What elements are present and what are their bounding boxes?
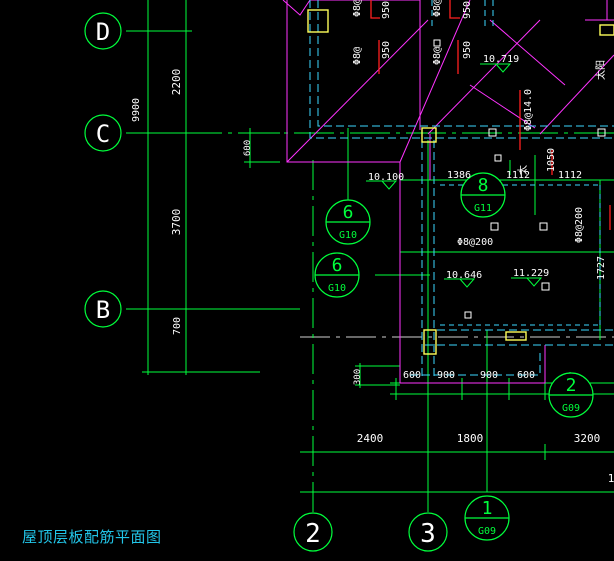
elev-10-719: 10.719: [483, 54, 519, 65]
section-tag-2: 2 G09: [548, 372, 594, 418]
dim-1050: 1050: [546, 148, 557, 172]
dim-2400: 2400: [357, 432, 384, 445]
axis-bubbles: D C B 2 3: [84, 12, 448, 552]
axis-bubble-3: 3: [408, 512, 448, 552]
column-b-mid: [505, 331, 527, 341]
svg-text:2: 2: [566, 375, 577, 396]
dim-1800: 1800: [457, 432, 484, 445]
dim-950a: 950: [381, 41, 392, 59]
axis-bubble-b: B: [84, 290, 122, 328]
rebar-lines: [370, 0, 611, 230]
rebar-label-top-d: Φ8@: [432, 47, 443, 65]
svg-text:6: 6: [343, 202, 354, 223]
dim-900b: 900: [480, 370, 498, 381]
wall-outlines: [282, 0, 614, 384]
dim-1112b: 1112: [558, 170, 582, 181]
axis-bubble-2: 2: [293, 512, 333, 552]
section-tag-6a: 6 G10: [325, 199, 371, 245]
svg-text:6: 6: [332, 255, 343, 276]
rebar-label-phi14: Φ8@14.0: [523, 89, 534, 131]
dim-950c: 950: [381, 1, 392, 19]
rebar-label-phi8-200-b: Φ8@200: [574, 207, 585, 243]
dim-600a: 600: [403, 370, 421, 381]
dim-600b: 600: [517, 370, 535, 381]
section-tag-1: 1 G09: [464, 495, 510, 541]
axis-bubble-d: D: [84, 12, 122, 50]
dim-1112a: 1112: [506, 170, 530, 181]
axis-label-b: B: [96, 296, 110, 324]
rebar-label-top-b: Φ8@: [432, 0, 443, 17]
column-top-right: [599, 24, 614, 36]
rebar-label-phi8-200: Φ8@200: [457, 237, 493, 248]
dim-1386: 1386: [447, 170, 471, 181]
column-c3: [421, 127, 437, 143]
svg-text:G10: G10: [339, 230, 357, 241]
svg-text:G09: G09: [478, 526, 496, 537]
dim-600-left: 600: [243, 140, 253, 156]
dim-partial: 1: [608, 472, 614, 485]
elev-10-646: 10.646: [446, 270, 482, 281]
slab-outlines: [309, 0, 614, 378]
section-tag-8: 8 G11: [460, 172, 506, 218]
section-tags: 6 G10 6 G10 8 G11 2 G09 1 G09: [314, 172, 594, 541]
axis-bubble-c: C: [84, 114, 122, 152]
elevation-labels: 10.719 10.100 10.646 11.229: [368, 54, 549, 281]
dim-700: 700: [172, 317, 183, 335]
axis-label-c: C: [96, 120, 110, 148]
dim-950d: 950: [462, 1, 473, 19]
rebar-label-top-c: Φ8@: [352, 47, 363, 65]
axis-label-3: 3: [420, 519, 436, 549]
column-top-left: [307, 9, 329, 33]
drawing-title: 屋顶层板配筋平面图: [22, 528, 162, 546]
grid-markers: [433, 39, 606, 319]
rebar-label-taihe-b: 太阳: [594, 60, 607, 80]
rebar-labels: Φ8@200 Φ8@200 Φ8@14.0 Φ8@ Φ8@ Φ8@ Φ8@ 太 …: [352, 0, 607, 248]
columns: [307, 9, 614, 355]
dimension-labels: 9900 2200 3700 700 600 300 2400 1800 320…: [131, 1, 614, 485]
axis-label-d: D: [96, 18, 110, 46]
rebar-label-top-a: Φ8@: [352, 0, 363, 17]
dim-300: 300: [353, 369, 363, 385]
svg-text:8: 8: [478, 175, 489, 196]
column-b3: [423, 329, 437, 355]
elev-11-229: 11.229: [513, 268, 549, 279]
dim-3700: 3700: [170, 209, 183, 236]
dim-9900: 9900: [131, 98, 142, 122]
svg-text:G11: G11: [474, 203, 492, 214]
dim-3200: 3200: [574, 432, 601, 445]
axis-label-2: 2: [305, 519, 321, 549]
dim-950b: 950: [462, 41, 473, 59]
rebar-label-taihe: 太: [516, 165, 529, 175]
elev-10-100: 10.100: [368, 172, 404, 183]
svg-text:1: 1: [482, 498, 493, 519]
elevation-markers: [366, 63, 543, 288]
svg-text:G10: G10: [328, 283, 346, 294]
dim-900a: 900: [437, 370, 455, 381]
dim-1727: 1727: [596, 256, 607, 280]
dim-2200: 2200: [170, 69, 183, 96]
section-tag-6b: 6 G10: [314, 252, 360, 298]
svg-text:G09: G09: [562, 403, 580, 414]
